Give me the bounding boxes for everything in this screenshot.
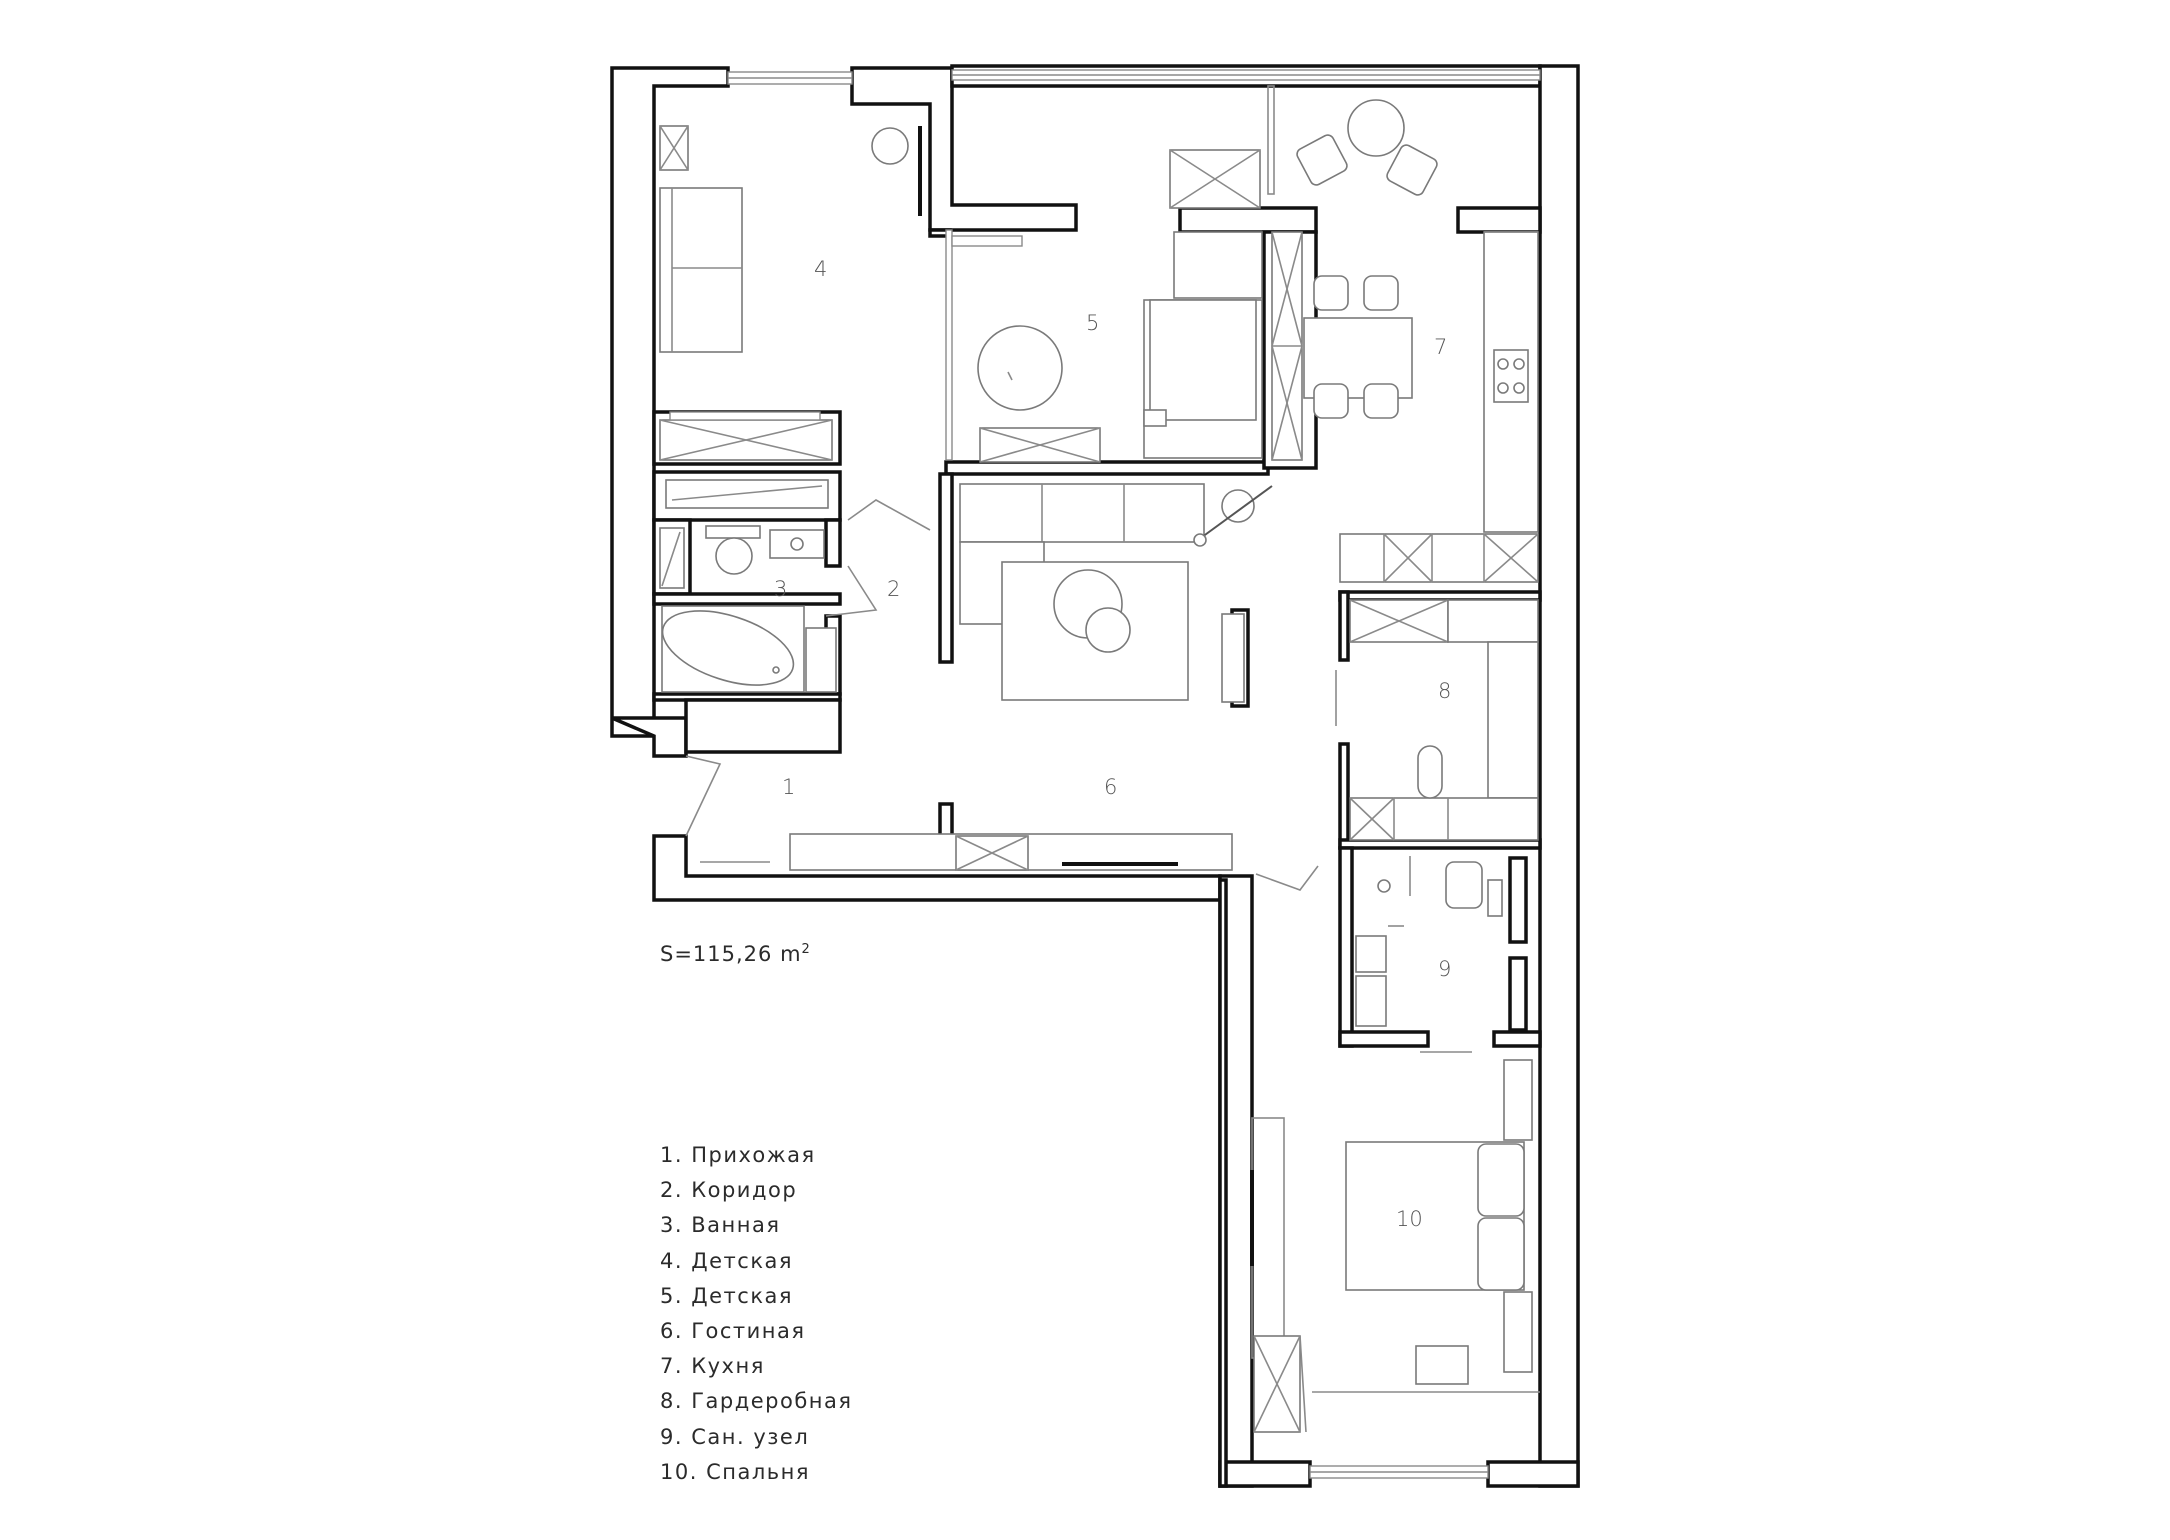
room-number-9: 9 (1438, 957, 1451, 981)
legend-item: 8. Гардеробная (660, 1389, 853, 1414)
room-number-3: 3 (774, 577, 787, 601)
wardrobe-8-furniture (1349, 599, 1539, 841)
kitchen-7-furniture (1267, 85, 1539, 583)
area-label: S=115,26 m (660, 942, 802, 966)
room-numbers: 1 2 3 4 5 6 7 8 9 10 (774, 257, 1451, 1231)
area-unit-superscript: 2 (801, 942, 811, 957)
total-area: S=115,26 m2 (660, 942, 811, 966)
room-number-5: 5 (1086, 311, 1099, 335)
room-legend: 1. Прихожая 2. Коридор 3. Ванная 4. Детс… (660, 1138, 853, 1490)
bedroom-10-furniture (1250, 1059, 1540, 1433)
room-number-1: 1 (782, 775, 795, 799)
room-number-6: 6 (1104, 775, 1117, 799)
room-5-furniture (945, 149, 1263, 463)
doors (685, 499, 1472, 1053)
legend-item: 4. Детская (660, 1248, 794, 1273)
legend-item: 6. Гостиная (660, 1318, 806, 1343)
legend-item: 7. Кухня (660, 1354, 765, 1379)
living-6-furniture (700, 483, 1273, 871)
legend-item: 9. Сан. узел (660, 1424, 810, 1449)
windows (727, 69, 1541, 1479)
legend-item: 10. Спальня (660, 1459, 810, 1484)
room-number-8: 8 (1438, 679, 1451, 703)
room-4-furniture (659, 125, 922, 461)
room-number-4: 4 (814, 257, 827, 281)
room-number-10: 10 (1396, 1207, 1423, 1231)
room-number-7: 7 (1434, 335, 1447, 359)
legend-item: 5. Детская (660, 1283, 794, 1308)
legend-item: 1. Прихожая (660, 1143, 816, 1167)
bathroom-3-fixtures (659, 479, 837, 693)
wc-9-fixtures (1355, 856, 1503, 1027)
legend-item: 2. Коридор (660, 1178, 798, 1203)
room-number-2: 2 (887, 577, 900, 601)
legend-item: 3. Ванная (660, 1213, 781, 1238)
